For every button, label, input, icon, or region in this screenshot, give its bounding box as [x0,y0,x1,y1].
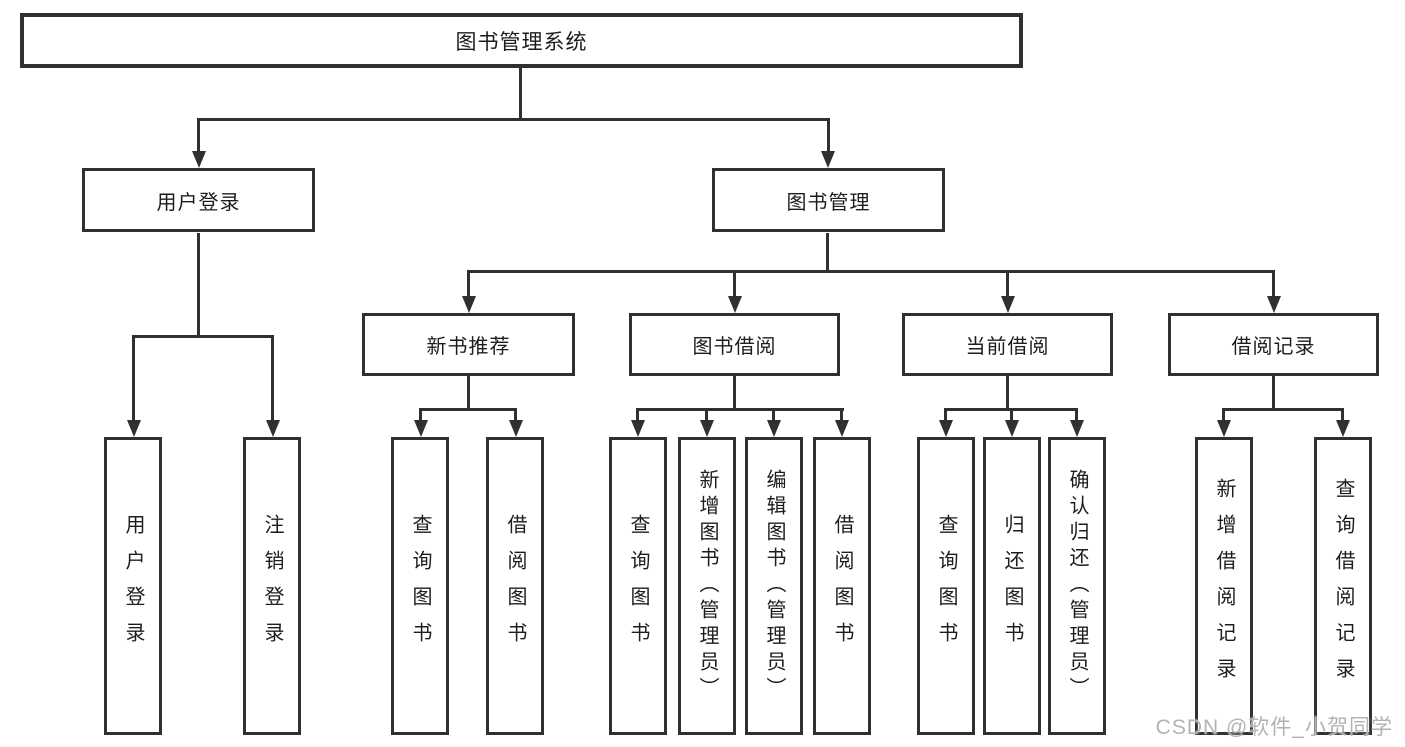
arrow-down-user-login [192,151,206,168]
connector-user-login-stub [197,118,200,153]
connector-bb-leaf2-stub [705,408,708,422]
leaf-cb-query-books: 查询图书 [917,437,975,735]
connector-nbr-drop [467,376,470,408]
connector-cb-leaf2-stub [1010,408,1013,422]
arrow-down-bb-leaf4 [835,420,849,437]
connector-bb-leaf3-stub [772,408,775,422]
leaf-bb-add-books-admin: 新增图书（管理员） [678,437,736,735]
arrow-down-cb-leaf1 [939,420,953,437]
leaf-br-query-record: 查询借阅记录 [1314,437,1372,735]
connector-br-bar [1222,408,1344,411]
arrow-down-bb-leaf2 [700,420,714,437]
node-book-borrowing: 图书借阅 [629,313,840,376]
arrow-down-bb-leaf3 [767,420,781,437]
arrow-down-book-borrow [728,296,742,313]
node-borrow-records: 借阅记录 [1168,313,1379,376]
arrow-down-login-leaf [127,420,141,437]
arrow-down-new-book [462,296,476,313]
connector-root-drop [519,68,522,118]
connector-borrow-records-stub [1272,270,1275,298]
arrow-down-current-borrow [1001,296,1015,313]
connector-cb-leaf1-stub [944,408,947,422]
leaf-logout: 注销登录 [243,437,301,735]
connector-br-leaf1-stub [1222,408,1225,422]
connector-bb-bar [636,408,844,411]
arrow-down-nbr-leaf1 [414,420,428,437]
connector-new-book-stub [467,270,470,298]
leaf-cb-confirm-return-admin: 确认归还（管理员） [1048,437,1106,735]
connector-bb-leaf4-stub [840,408,843,422]
connector-br-leaf2-stub [1341,408,1344,422]
node-new-book-recommend: 新书推荐 [362,313,575,376]
leaf-bb-borrow-books: 借阅图书 [813,437,871,735]
connector-login-leaf-stub [132,335,135,422]
connector-nbr-bar [419,408,517,411]
arrow-down-cb-leaf2 [1005,420,1019,437]
leaf-cb-return-books: 归还图书 [983,437,1041,735]
arrow-down-book-mgmt [821,151,835,168]
connector-bb-leaf1-stub [636,408,639,422]
connector-book-mgmt-bar [467,270,1275,273]
connector-cb-leaf3-stub [1075,408,1078,422]
arrow-down-nbr-leaf2 [509,420,523,437]
node-book-management: 图书管理 [712,168,945,232]
leaf-nbr-query-books: 查询图书 [391,437,449,735]
node-user-login: 用户登录 [82,168,315,232]
connector-book-mgmt-drop [826,233,829,270]
arrow-down-bb-leaf1 [631,420,645,437]
connector-logout-leaf-stub [271,335,274,422]
connector-bb-drop [733,376,736,408]
arrow-down-borrow-records [1267,296,1281,313]
csdn-watermark: CSDN @软件_小贺同学 [1155,716,1393,739]
connector-nbr-leaf2-stub [514,408,517,422]
leaf-bb-edit-books-admin: 编辑图书（管理员） [745,437,803,735]
connector-current-borrow-stub [1006,270,1009,298]
node-current-borrowing: 当前借阅 [902,313,1113,376]
connector-root-bar [197,118,830,121]
arrow-down-cb-leaf3 [1070,420,1084,437]
arrow-down-logout-leaf [266,420,280,437]
leaf-nbr-borrow-books: 借阅图书 [486,437,544,735]
connector-nbr-leaf1-stub [419,408,422,422]
connector-book-mgmt-stub [827,118,830,153]
leaf-br-add-record: 新增借阅记录 [1195,437,1253,735]
connector-user-login-bar [132,335,274,338]
node-library-management-system: 图书管理系统 [20,13,1023,68]
connector-br-drop [1272,376,1275,408]
leaf-bb-query-books: 查询图书 [609,437,667,735]
arrow-down-br-leaf2 [1336,420,1350,437]
leaf-user-login: 用户登录 [104,437,162,735]
connector-book-borrow-stub [733,270,736,298]
connector-cb-drop [1006,376,1009,408]
connector-user-login-drop [197,233,200,336]
arrow-down-br-leaf1 [1217,420,1231,437]
